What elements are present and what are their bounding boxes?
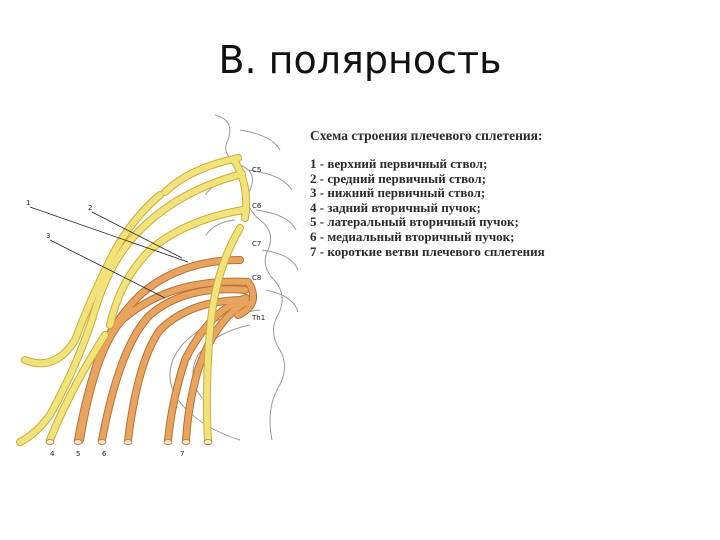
pointer-lines	[29, 206, 189, 299]
bottom-label-7: 7	[180, 450, 184, 458]
pointer-label-3: 3	[46, 232, 50, 240]
legend-item: 3 - нижний первичный ствол;	[310, 185, 486, 201]
bottom-label-4: 4	[50, 450, 55, 458]
brachial-plexus-diagram: C5 C6 C7 C8 Th1 1 2 3 4 5 6 7	[16, 114, 299, 458]
pointer-label-1: 1	[26, 199, 30, 207]
legend-list: 1 - верхний первичный ствол; 2 - средний…	[310, 156, 710, 259]
secondary-cords	[74, 256, 257, 444]
legend-item: 5 - латеральный вторичный пучок;	[310, 214, 519, 230]
primary-trunks	[16, 154, 251, 446]
diagram-legend: Схема строения плечевого сплетения: 1 - …	[310, 128, 710, 259]
vertebra-label-c7: C7	[252, 240, 261, 248]
vertebra-label-c5: C5	[252, 166, 261, 174]
legend-title: Схема строения плечевого сплетения:	[310, 128, 543, 143]
legend-item: 4 - задний вторичный пучок;	[310, 199, 481, 215]
legend-item: 6 - медиальный вторичный пучок;	[310, 228, 515, 244]
nerve-ends	[45, 439, 213, 445]
bottom-label-6: 6	[102, 450, 107, 458]
slide-title: В. полярность	[218, 38, 502, 82]
legend-item: 1 - верхний первичный ствол;	[310, 156, 488, 171]
vertebra-label-th1: Th1	[251, 314, 265, 322]
vertebra-label-c6: C6	[252, 202, 262, 210]
legend-item: 7 - короткие ветви плечевого сплетения	[310, 243, 545, 259]
legend-item: 2 - средний первичный ствол;	[310, 170, 486, 186]
vertebra-label-c8: C8	[252, 274, 261, 282]
bottom-label-5: 5	[76, 450, 80, 458]
pointer-label-2: 2	[88, 204, 92, 212]
